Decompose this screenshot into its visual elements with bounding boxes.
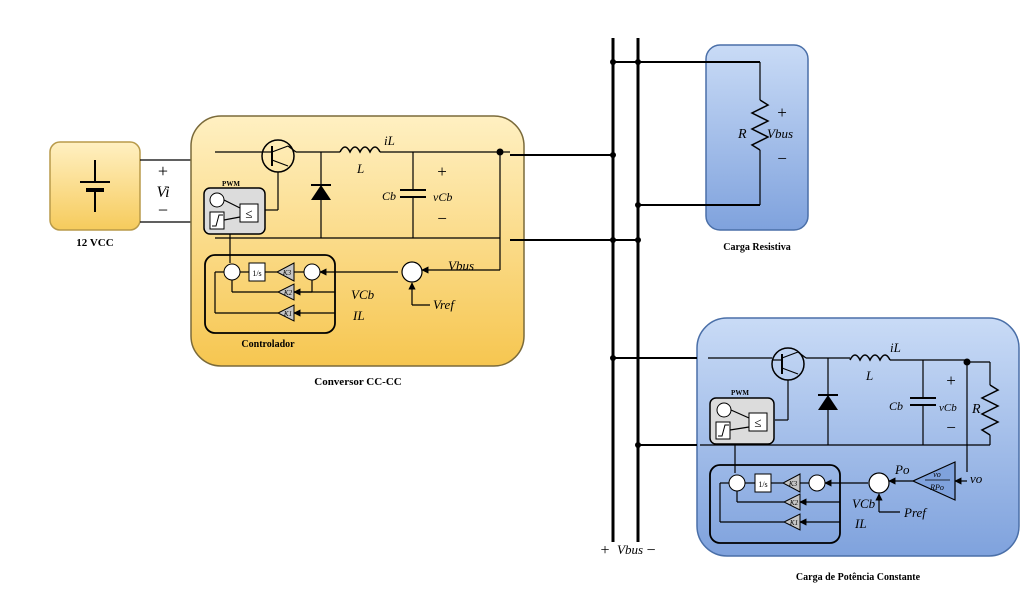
source-terminals: + Vi − — [140, 159, 192, 223]
diode-icon — [311, 185, 331, 200]
cpl-cb-label: Cb — [889, 399, 903, 413]
k1-label: K1 — [283, 310, 292, 318]
po-label: Po — [894, 462, 910, 477]
cpl-vcb-feedback: VCb — [852, 496, 876, 511]
cpl-k3-label: K3 — [788, 480, 798, 488]
k3-label: K3 — [282, 269, 292, 277]
cpl-controller: 1/s K3 K2 K1 VCb IL — [709, 444, 876, 544]
cpl-k1-label: K1 — [789, 519, 798, 527]
converter-power-stage: iL L Cb vCb + − — [215, 133, 510, 270]
vi-label: Vi — [156, 184, 169, 201]
converter-box: Conversor CC-CC — [190, 115, 525, 388]
converter-title: Conversor CC-CC — [314, 376, 402, 388]
bus-minus: − — [646, 542, 655, 559]
voltage-source: 12 VCC — [49, 141, 141, 249]
vcb-feedback: VCb — [351, 287, 375, 302]
inductor-label: L — [356, 161, 364, 176]
cpl-power-stage: iL L Cb vCb + − R — [700, 340, 1000, 472]
cpl-inductor-label: L — [865, 368, 873, 383]
cap-minus: − — [437, 209, 447, 228]
source-title: 12 VCC — [76, 237, 113, 249]
cpl-cap-minus: − — [946, 418, 956, 437]
cpl-r-label: R — [971, 402, 981, 417]
cap-plus: + — [437, 162, 447, 181]
integrator-label: 1/s — [252, 269, 261, 278]
vi-plus: + — [158, 161, 168, 181]
controller-block: Controlador 1/s K3 K2 K1 VCb IL — [204, 234, 398, 350]
cpl-il-label: iL — [890, 340, 901, 355]
cpl-resistor-icon — [980, 384, 1000, 436]
bus-label: Vbus — [617, 542, 643, 557]
cpl-cap-plus: + — [946, 371, 956, 390]
cpl-il-feedback: IL — [854, 516, 867, 531]
r-vbus: Vbus — [767, 126, 793, 141]
vref-summer: Vbus Vref — [401, 258, 500, 312]
gain-numerator: vo — [933, 470, 941, 479]
cpl-k2-label: K2 — [789, 499, 799, 507]
cpl-title: Carga de Potência Constante — [796, 572, 921, 583]
pwm-compare: ≤ — [245, 206, 252, 221]
dc-bus: + Vbus − — [510, 38, 656, 559]
r-plus: + — [777, 103, 787, 122]
sawtooth-icon — [209, 192, 225, 208]
cpl-power-loop: vo RPo Po vo Pref — [868, 461, 983, 520]
il-feedback: IL — [352, 308, 365, 323]
pref-label: Pref — [903, 505, 928, 520]
cpl-diode-icon — [818, 395, 838, 410]
pwm-label: PWM — [222, 180, 240, 188]
k2-label: K2 — [283, 289, 293, 297]
resistor-icon — [750, 99, 770, 151]
cpl-sawtooth-icon — [716, 402, 732, 418]
bus-plus: + — [600, 542, 609, 559]
cpl-inductor-icon — [849, 354, 891, 362]
r-minus: − — [777, 149, 787, 168]
cpl-integrator-label: 1/s — [758, 480, 767, 489]
cpl-pwm: PWM ≤ — [709, 389, 775, 445]
controller-title: Controlador — [241, 339, 295, 350]
vi-minus: − — [158, 200, 168, 220]
il-label: iL — [384, 133, 395, 148]
vbus-ctrl-label: Vbus — [448, 258, 474, 273]
cpl-pwm-label: PWM — [731, 389, 749, 397]
inductor-icon — [339, 146, 381, 154]
cpl-vcb-label: vCb — [939, 402, 957, 414]
resistive-title: Carga Resistiva — [723, 242, 791, 253]
cpl-box: Carga de Potência Constante — [610, 317, 1020, 583]
vo-label: vo — [970, 471, 983, 486]
converter-pwm: PWM ≤ — [203, 180, 266, 235]
vref-label: Vref — [433, 297, 456, 312]
vcb-label: vCb — [433, 190, 452, 204]
cpl-pwm-compare: ≤ — [754, 415, 761, 430]
r-label: R — [737, 127, 747, 142]
gain-denominator: RPo — [929, 483, 944, 492]
resistive-load: R Vbus + − Carga Resistiva — [610, 44, 809, 253]
cb-label: Cb — [382, 189, 396, 203]
